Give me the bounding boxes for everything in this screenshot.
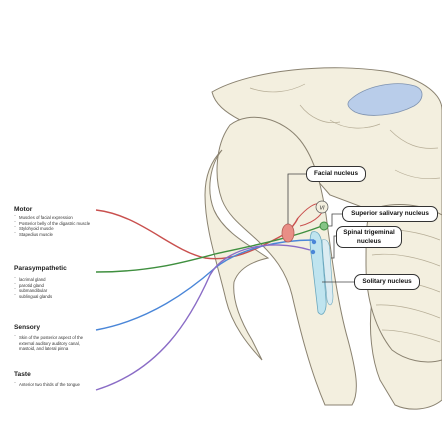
spinal-trigeminal-line-1: Spinal trigeminal	[343, 229, 395, 236]
legend-motor-title: Motor	[14, 206, 33, 213]
legend-motor-list: Muscles of facial expression Posterior b…	[14, 214, 90, 238]
ventricle	[347, 83, 423, 116]
list-item-continued: mastoid, and lateral pinna	[19, 346, 69, 352]
vi-nucleus-circle	[315, 200, 329, 214]
list-item: Stylohyoid muscle	[14, 225, 90, 232]
facial-nucleus-shape	[281, 223, 295, 243]
list-item: lacrimal gland	[14, 276, 67, 283]
spinal-trigeminal-leader	[331, 235, 337, 259]
taste-dot	[310, 249, 316, 255]
legend-motor: Motor Muscles of facial expression Poste…	[14, 206, 90, 237]
folia-line	[375, 304, 441, 319]
list-item: Skin of the posterior aspect of the	[14, 334, 83, 341]
legend-sensory-list: Skin of the posterior aspect of the exte…	[14, 334, 83, 352]
legend-parasympathetic-title: Parasympathetic	[14, 265, 67, 272]
cortex-folds	[249, 83, 441, 180]
list-item: sublingual glands	[14, 293, 67, 300]
folia-line	[381, 329, 441, 343]
list-item: parotid gland	[14, 282, 67, 289]
spinal-trigeminal-shape	[321, 239, 334, 306]
legend-sensory-title: Sensory	[14, 324, 41, 331]
superior-salivary-leader	[328, 213, 342, 227]
facial-nucleus-leader	[287, 173, 310, 224]
list-item-continued: external auditory auditory canal,	[19, 340, 80, 346]
facial-nucleus-label: Facial nucleus	[306, 166, 366, 182]
spinal-trigeminal-nucleus-label: Spinal trigeminal nucleus	[336, 226, 402, 248]
brain-tissue	[204, 67, 442, 410]
legend-parasympathetic-list: lacrimal gland parotid gland submandibul…	[14, 276, 67, 300]
list-item: Stapedius muscle	[14, 231, 90, 238]
list-item: Posterior belly of the digastric muscle	[14, 220, 90, 227]
taste-fiber	[95, 244, 311, 391]
fold-line	[249, 83, 306, 93]
sensory-dot	[311, 239, 317, 245]
brainstem-outline	[216, 116, 357, 406]
superior-salivary-nucleus-shape	[319, 221, 329, 231]
superior-salivary-nucleus-label: Superior salivary nucleus	[342, 206, 438, 222]
legend-taste-list: Anterior two thirds of the tongue	[14, 381, 80, 388]
vi-marker: VI	[319, 206, 325, 212]
solitary-nucleus-label: Solitary nucleus	[354, 274, 420, 290]
legend-sensory: Sensory Skin of the posterior aspect of …	[14, 324, 83, 352]
list-item: Anterior two thirds of the tongue	[14, 381, 80, 388]
leader-lines	[287, 173, 356, 283]
legend-taste-title: Taste	[14, 371, 31, 378]
list-item: Muscles of facial expression	[14, 214, 90, 221]
fold-line	[299, 104, 341, 124]
legend-taste: Taste Anterior two thirds of the tongue	[14, 371, 80, 388]
spinal-trigeminal-line-2: nucleus	[356, 237, 382, 245]
legend-parasympathetic: Parasympathetic lacrimal gland parotid g…	[14, 265, 67, 299]
list-item: submandibular	[14, 287, 67, 294]
fold-line	[394, 169, 441, 180]
folia-line	[371, 253, 441, 267]
fold-line	[329, 119, 381, 129]
fold-line	[389, 129, 439, 149]
